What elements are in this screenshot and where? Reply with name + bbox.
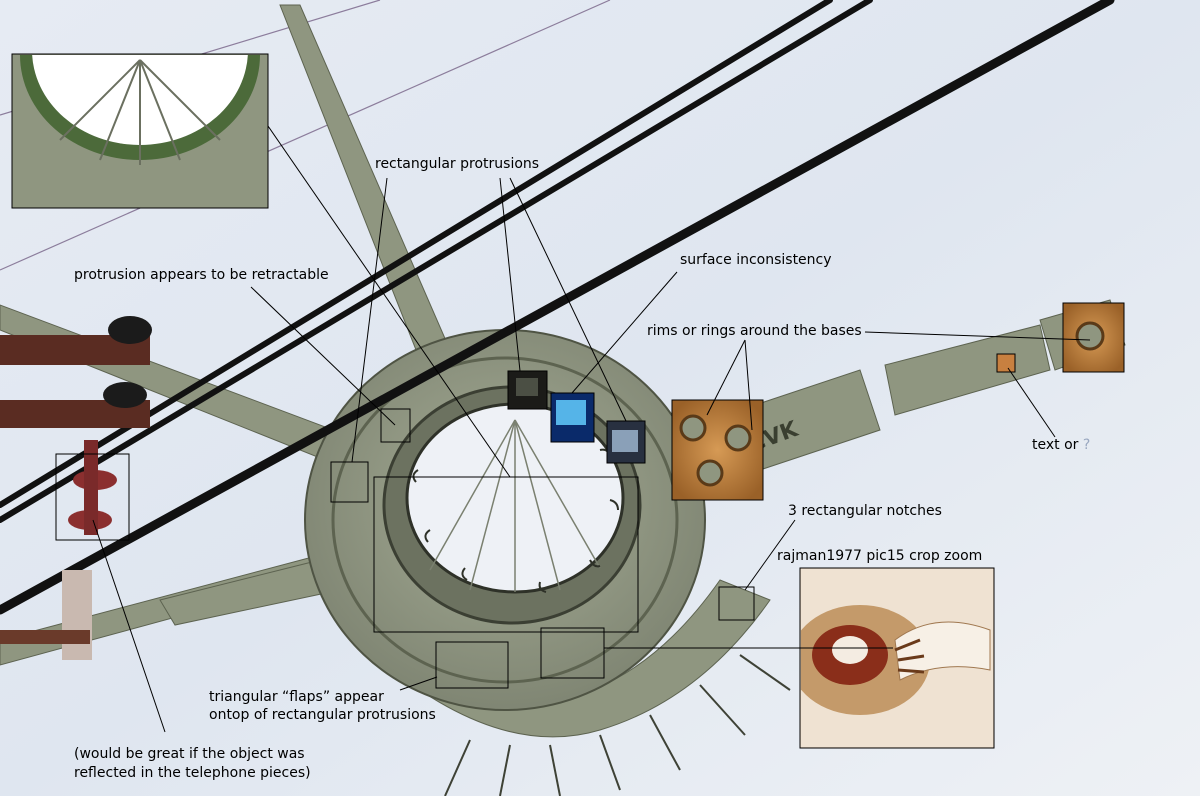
label-three-notches: 3 rectangular notches: [788, 503, 942, 519]
box-notches: [718, 586, 755, 621]
box-protrusion-1: [507, 370, 548, 410]
box-rivet-right: [1062, 302, 1125, 373]
annotation-lines: [92, 125, 1091, 733]
label-surface-inconsistency: surface inconsistency: [680, 252, 832, 268]
box-flap-2: [540, 627, 605, 679]
label-protrusion-retractable: protrusion appears to be retractable: [74, 267, 329, 283]
label-flaps-line2: ontop of rectangular protrusions: [209, 707, 436, 723]
label-rectangular-protrusions: rectangular protrusions: [375, 156, 540, 172]
label-reflect-line2: reflected in the telephone pieces): [74, 765, 311, 781]
label-crop-zoom: rajman1977 pic15 crop zoom: [777, 548, 983, 564]
craft-main-ring: [304, 329, 706, 711]
box-rivets: [671, 399, 764, 501]
box-insulator: [55, 453, 130, 541]
label-text-or-mark: ?: [1082, 437, 1091, 453]
rust-rivet-patch: [672, 303, 1124, 500]
protrusion-patches: [508, 371, 645, 463]
label-text-or: text or ?: [1032, 436, 1090, 454]
box-text-mark: [996, 353, 1016, 373]
crop-zoom-image: [799, 567, 995, 749]
box-left-protrusion: [330, 461, 369, 503]
label-reflect-line1: (would be great if the object was: [74, 746, 305, 762]
label-text-or-word: text or: [1032, 437, 1079, 453]
inner-spokes: [429, 419, 601, 592]
box-center: [373, 476, 639, 633]
telephone-pole: [0, 316, 152, 660]
dish-spikes: [444, 654, 791, 796]
label-flaps-line1: triangular “flaps” appear: [209, 689, 384, 705]
inset-image-top-left: [11, 53, 269, 209]
box-flap-1: [435, 641, 509, 689]
box-retractable: [380, 408, 411, 443]
annotation-boxes: [55, 302, 1125, 689]
label-rims-or-rings: rims or rings around the bases: [647, 323, 862, 339]
